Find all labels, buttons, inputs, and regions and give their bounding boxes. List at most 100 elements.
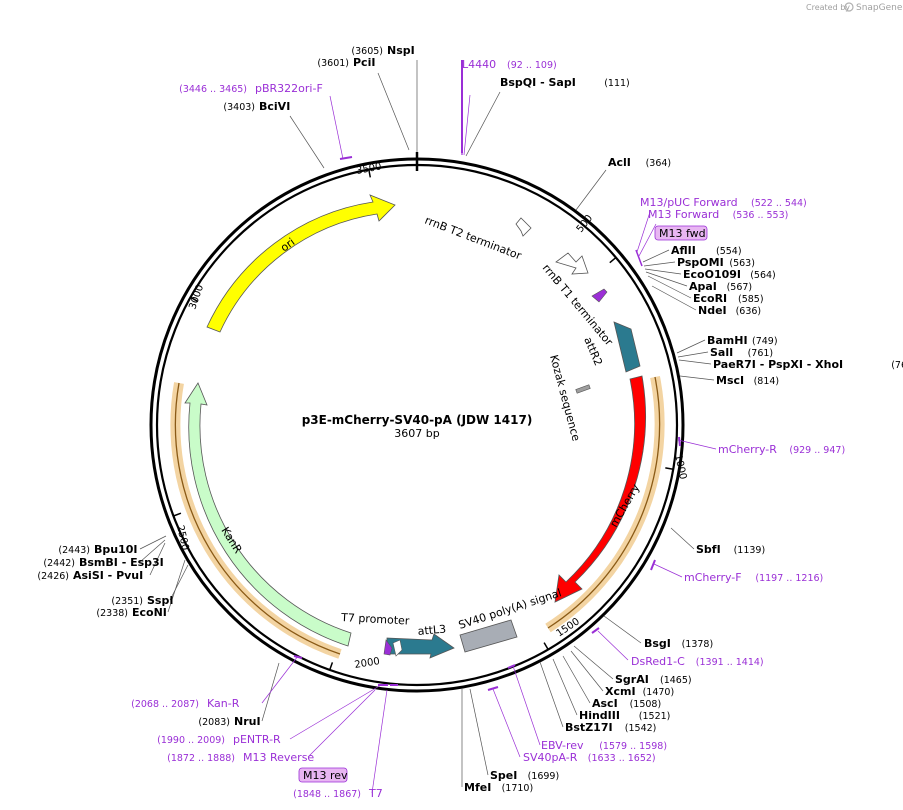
site-position: (564) [750, 270, 776, 281]
site-position: (554) [716, 246, 742, 257]
leader-line [597, 630, 629, 661]
site-position: (1470) [643, 687, 675, 698]
primer-m13-reverse[interactable]: (1872 .. 1888)M13 Reverse [167, 751, 314, 764]
site-apai[interactable]: ApaI(567) [689, 280, 752, 293]
site-name: AsiSI - PvuI [73, 569, 143, 582]
primer-m13-forward[interactable]: M13 Forward(536 .. 553) [648, 208, 788, 221]
primer-range: (1579 .. 1598) [599, 741, 667, 752]
feature-kanr-arrow[interactable] [184, 382, 352, 647]
site-bsmbi[interactable]: (2442)BsmBI - Esp3I [43, 556, 163, 569]
site-position: (814) [754, 376, 780, 387]
site-xcmi[interactable]: XcmI(1470) [605, 685, 674, 698]
feature-attl3-arrow[interactable] [386, 633, 455, 659]
leader-line [636, 211, 651, 253]
site-mfei[interactable]: MfeI(1710) [464, 781, 533, 794]
primer-arc-mcherry-r [678, 436, 681, 447]
site-spei[interactable]: SpeI(1699) [490, 769, 559, 782]
site-bcivi[interactable]: (3403)BciVI [223, 100, 290, 113]
leader-line [643, 261, 676, 267]
site-aflii[interactable]: AflII (554) [671, 244, 742, 257]
feature-sv40pa-box[interactable] [459, 619, 518, 653]
leader-line [676, 339, 706, 354]
site-nrui[interactable]: (2083)NruI [198, 715, 260, 728]
primer-arc-ebv-rev [507, 664, 516, 669]
leader-line [307, 689, 376, 758]
site-position: (761) [748, 348, 774, 359]
site-econi[interactable]: (2338)EcoNI [96, 606, 166, 619]
site-acli[interactable]: AclI(364) [608, 156, 671, 169]
site-sgrai[interactable]: SgrAI(1465) [615, 673, 692, 686]
leader-line [638, 223, 657, 257]
primer-range: (536 .. 553) [733, 210, 789, 221]
leader-line [642, 249, 670, 263]
scale-label-2000: 2000 [354, 656, 381, 671]
leader-line [539, 661, 564, 728]
site-pcii[interactable]: (3601)PciI [317, 56, 375, 69]
site-bamhi[interactable]: BamHI(749) [707, 334, 778, 347]
primer-pentr-r[interactable]: (1990 .. 2009)pENTR-R [157, 733, 281, 746]
site-labels: (3605)NspI(3601)PciI (3403)BciVI BspQI - S… [37, 44, 903, 794]
leader-line [678, 359, 712, 365]
site-nspi[interactable]: (3605)NspI [351, 44, 414, 57]
primer-name: L4440 [462, 58, 496, 71]
site-sspi[interactable]: (2351)SspI [111, 594, 173, 607]
site-bpu10i[interactable]: (2443)Bpu10I [58, 543, 137, 556]
leader-line [512, 665, 541, 746]
primer-l4440[interactable]: L4440(92 .. 109) [462, 58, 557, 71]
feature-attr2-arrow[interactable] [613, 321, 641, 373]
scale-tick-1500 [543, 642, 549, 650]
leader-line [644, 268, 682, 275]
site-ecori[interactable]: EcoRI(585) [693, 292, 764, 305]
feature-lac-arrow[interactable] [392, 639, 403, 657]
m13-rev-badge[interactable]: M13 rev [298, 767, 348, 783]
scale-tick-3500 [368, 169, 372, 178]
primer-arc-kan-r [293, 655, 303, 659]
site-ndei[interactable]: NdeI(636) [698, 304, 761, 317]
primer-ebv-rev[interactable]: EBV-rev(1579 .. 1598) [541, 739, 667, 752]
primer-dsred1-c[interactable]: DsRed1-C(1391 .. 1414) [631, 655, 764, 668]
site-name: EcoO109I [683, 268, 741, 281]
site-sbfi[interactable]: SbfI(1139) [696, 543, 765, 556]
site-bspqi[interactable]: BspQI - SapI(111) [500, 76, 630, 89]
feature-rrnb-t2-arrow[interactable] [515, 217, 532, 237]
leader-line [139, 539, 166, 563]
primer-kan-r[interactable]: (2068 .. 2087)Kan-R [131, 697, 240, 710]
site-ecoo109i[interactable]: EcoO109I (564) [683, 268, 776, 281]
site-pspomi[interactable]: PspOMI(563) [677, 256, 755, 269]
site-asisi[interactable]: (2426)AsiSI - PvuI [37, 569, 143, 582]
site-position: (1465) [660, 675, 692, 686]
primer-name: mCherry-R [718, 443, 777, 456]
feature-kozak-mark[interactable] [575, 384, 591, 394]
primer-mcherry-f[interactable]: mCherry-F(1197 .. 1216) [684, 571, 823, 584]
feature-mcherry-arrow[interactable] [554, 375, 646, 603]
site-name: BsmBI - Esp3I [79, 556, 164, 569]
site-hindiii[interactable]: HindIII(1521) [579, 709, 670, 722]
primer-pbr322ori-f[interactable]: (3446 .. 3465)pBR322ori-F [179, 82, 323, 95]
site-bsgi[interactable]: BsgI(1378) [644, 637, 713, 650]
site-msci[interactable]: MscI(814) [716, 374, 779, 387]
primer-t7[interactable]: (1848 .. 1867)T7 [293, 787, 383, 800]
site-asci[interactable]: AscI(1508) [592, 697, 661, 710]
site-name: AflII [671, 244, 696, 257]
site-position: (2443) [58, 545, 90, 556]
site-position: (1378) [682, 639, 714, 650]
site-bstz17i[interactable]: BstZ17I(1542) [565, 721, 656, 734]
site-sali[interactable]: SalI(761) [710, 346, 773, 359]
primer-mcherry-r[interactable]: mCherry-R(929 .. 947) [718, 443, 845, 456]
primer-arc-pbr322ori-f [339, 156, 353, 160]
feature-t7-promoter-arrow[interactable] [383, 639, 393, 656]
primer-sv40pa-r[interactable]: SV40pA-R(1633 .. 1652) [523, 751, 656, 764]
m13-fwd-badge[interactable]: M13 fwd [654, 225, 708, 241]
label-kozak: Kozak sequence [547, 353, 583, 442]
site-position: (749) [752, 336, 778, 347]
feature-ori-arrow[interactable] [206, 194, 396, 333]
site-paer7i[interactable]: PaeR7I - PspXI - XhoI(766) [713, 358, 903, 371]
feature-rrnb-t1-arrow[interactable] [555, 252, 589, 275]
site-name: AscI [592, 697, 618, 710]
site-position: (1139) [734, 545, 766, 556]
primer-m13-puc-forward[interactable]: M13/pUC Forward(522 .. 544) [640, 196, 807, 209]
feature-small-purple-arrow[interactable] [591, 288, 608, 303]
site-position: (111) [604, 78, 630, 89]
